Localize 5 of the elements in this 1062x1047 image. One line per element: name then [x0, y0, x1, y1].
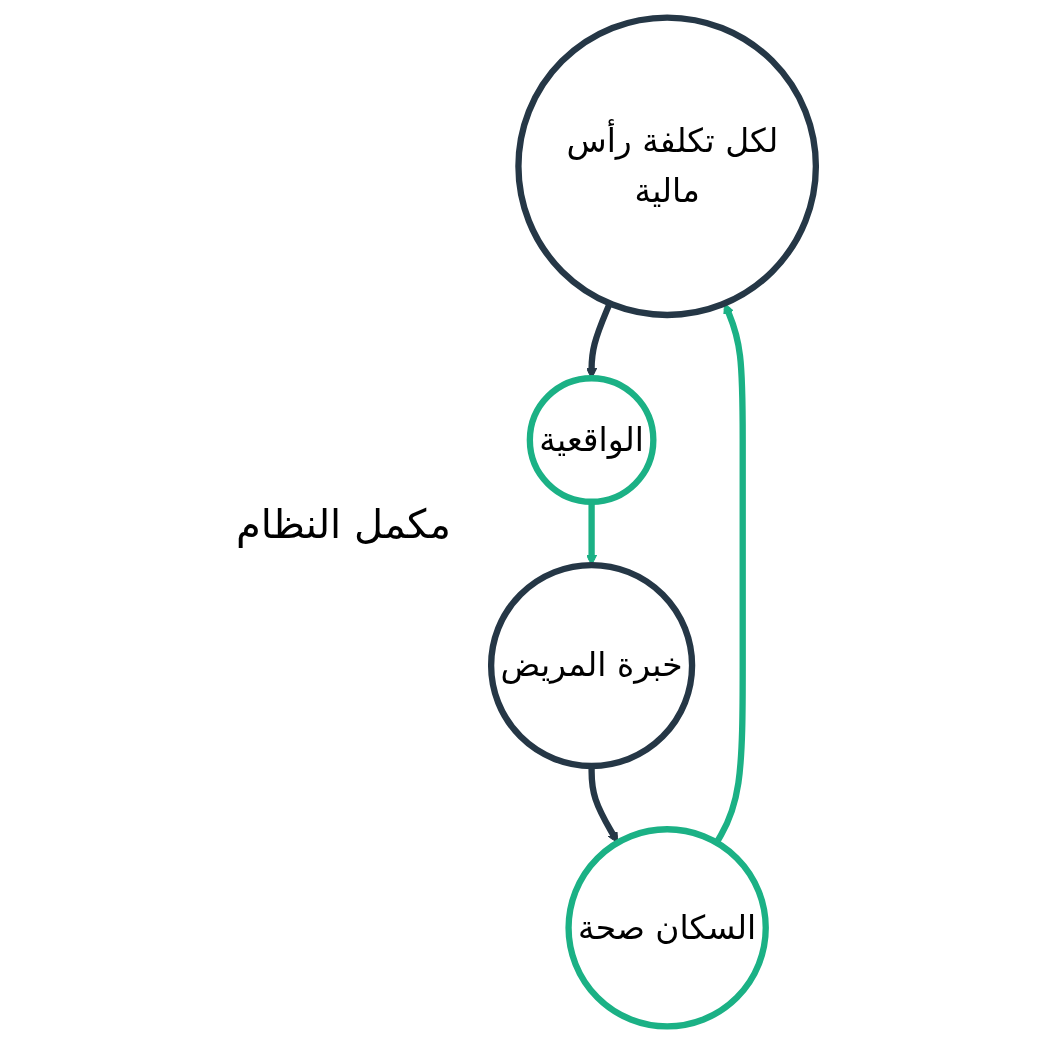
node-circle: لكل تكلفة رأس مالية — [515, 13, 819, 318]
node-circle: خبرة المريض — [487, 561, 696, 769]
node-circle: السكان صحة — [565, 825, 769, 1030]
center-label: مكمل النظام — [236, 500, 451, 547]
node-circle: الواقعية — [526, 374, 657, 505]
